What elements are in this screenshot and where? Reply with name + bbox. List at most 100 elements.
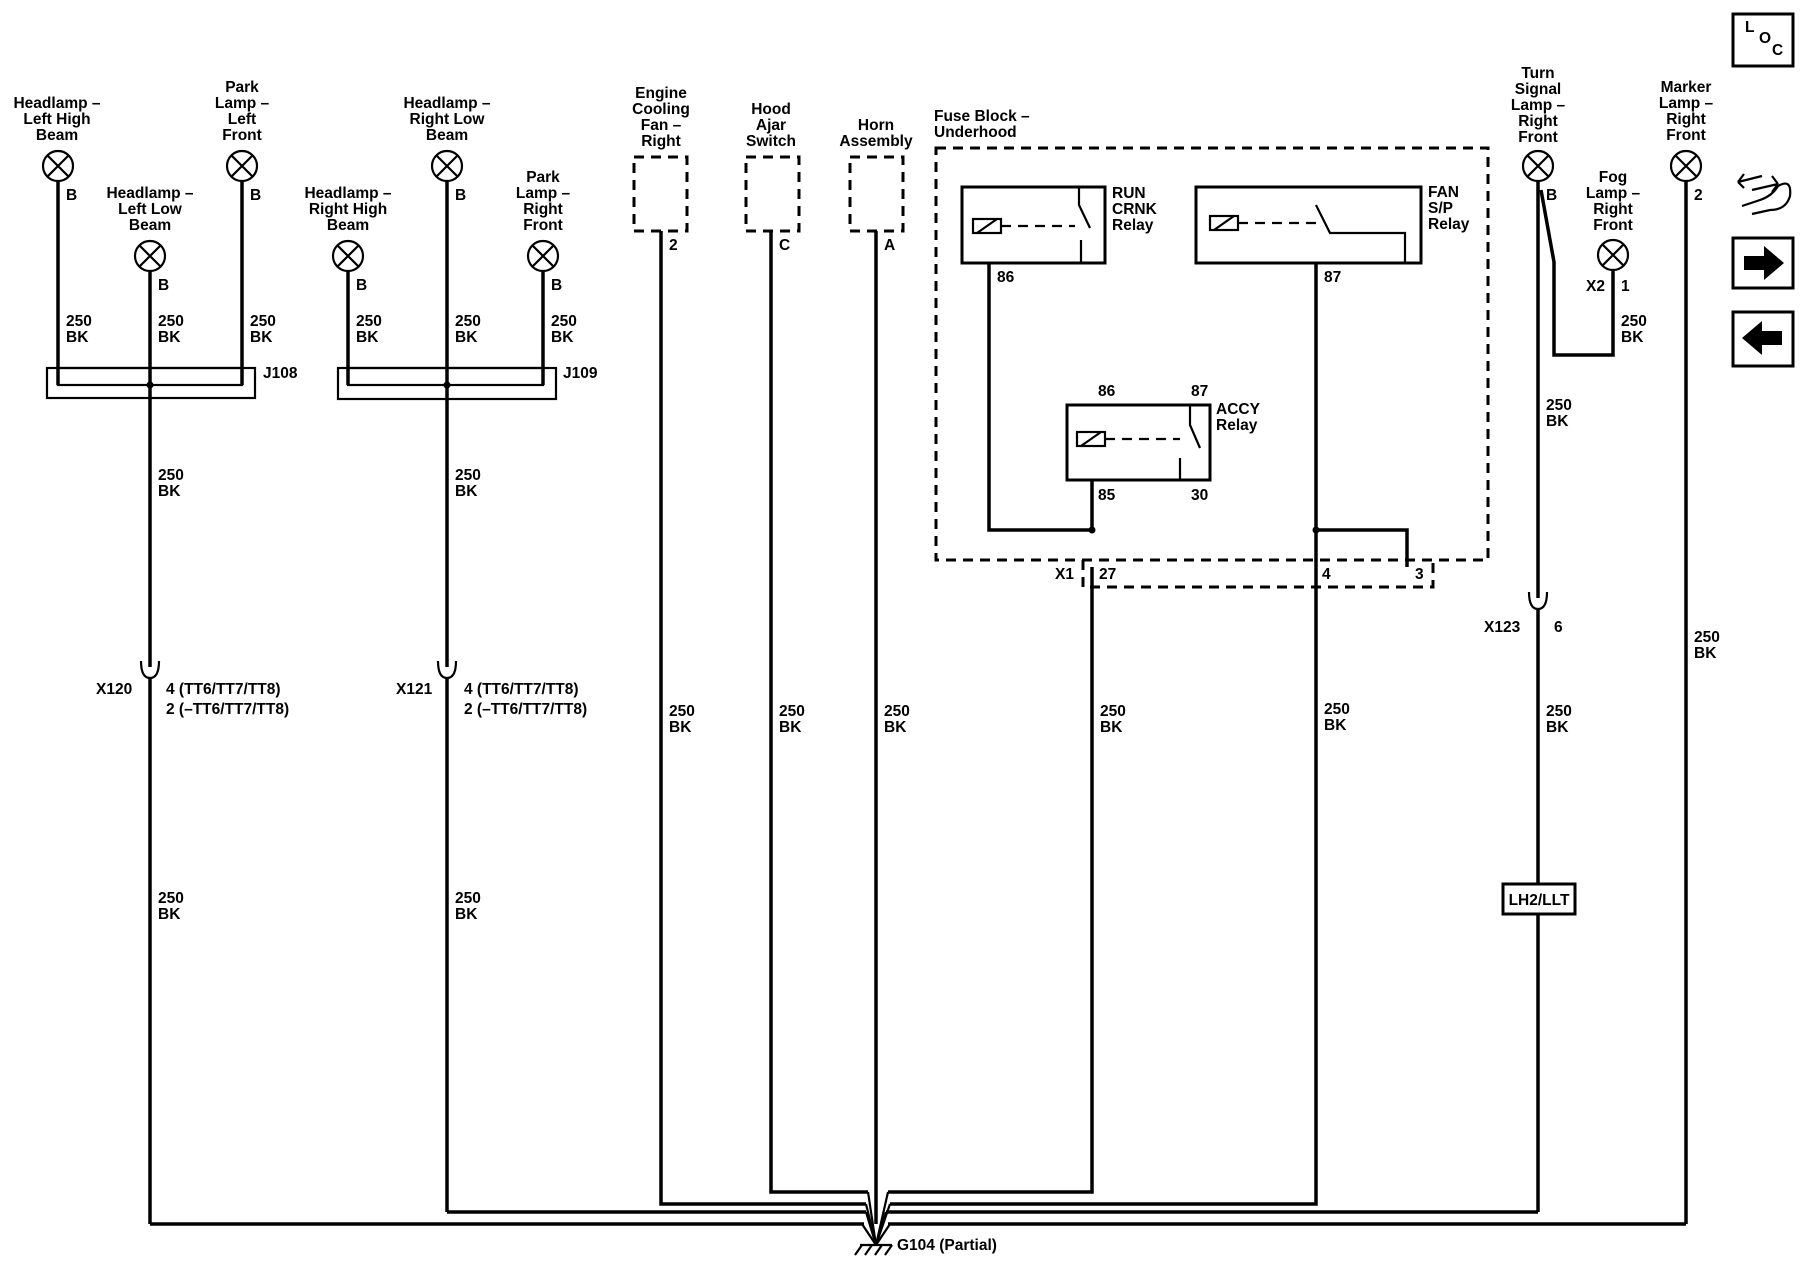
lamp-icon-headlamp-right-low: [430, 149, 464, 183]
ecf-l3: Fan –: [641, 117, 682, 134]
marker-l3: Right: [1666, 111, 1706, 128]
accy-relay-l1: ACCY: [1216, 401, 1261, 418]
wire-color: BK: [158, 906, 181, 923]
wires: [56, 181, 1688, 1226]
pin-x1-4: 4: [1322, 566, 1331, 583]
wire-gauge: 250: [158, 313, 184, 330]
connector-icon-x123: [1527, 591, 1549, 611]
pin-ecf: 2: [669, 237, 678, 254]
hl-left-low-l2: Left Low: [118, 201, 183, 218]
fog-l1: Fog: [1599, 169, 1627, 186]
lamp-icon-marker: [1669, 149, 1703, 183]
pin-x123: 6: [1554, 619, 1563, 636]
pin-park-left: B: [250, 187, 261, 204]
wire-color: BK: [1546, 719, 1569, 736]
wire-color: BK: [455, 483, 478, 500]
fan-relay-l1: FAN: [1428, 184, 1459, 201]
pin-run-86: 86: [997, 269, 1015, 286]
wire-gauge: 250: [1621, 313, 1647, 330]
hl-left-high-l2: Left High: [23, 111, 90, 128]
pin-hl-right-high: B: [356, 277, 367, 294]
pin-horn: A: [884, 237, 895, 254]
connector-symbols: [139, 591, 1549, 680]
wire-gauge: 250: [250, 313, 276, 330]
wire-gauge: 250: [1546, 703, 1572, 720]
option-lh2-llt: LH2/LLT: [1509, 892, 1570, 909]
ground-icon: [854, 1243, 893, 1256]
ecf-l1: Engine: [635, 85, 687, 102]
run-relay-l3: Relay: [1112, 217, 1154, 234]
connector-icon-x121: [436, 660, 458, 680]
fuse-block-l2: Underhood: [934, 124, 1017, 141]
connector-x1: X1: [1055, 566, 1074, 583]
ecf-l2: Cooling: [632, 101, 690, 118]
fuse-block-box: [934, 146, 1490, 562]
pin-accy-85: 85: [1098, 487, 1116, 504]
pin-hl-left-high: B: [66, 187, 77, 204]
turn-l5: Front: [1518, 129, 1558, 146]
hl-left-high-l1: Headlamp –: [13, 95, 100, 112]
x121-pin-a: 4 (TT6/TT7/TT8): [464, 681, 579, 698]
wire-color: BK: [158, 483, 181, 500]
park-left-l4: Front: [222, 127, 262, 144]
connector-x123: X123: [1484, 619, 1521, 636]
wire-gauge: 250: [455, 890, 481, 907]
splice-dots: [146, 381, 1320, 534]
hl-right-high-l3: Beam: [327, 217, 369, 234]
wire-color: BK: [779, 719, 802, 736]
marker-l4: Front: [1666, 127, 1706, 144]
component-info-icon[interactable]: [1737, 173, 1792, 216]
hood-ajar-switch-box: [744, 155, 801, 233]
lamp-icon-headlamp-right-high: [331, 239, 365, 273]
fog-l4: Front: [1593, 217, 1633, 234]
marker-l1: Marker: [1661, 79, 1712, 96]
wire-color: BK: [250, 329, 273, 346]
hl-right-low-l2: Right Low: [410, 111, 486, 128]
wire-gauge: 250: [884, 703, 910, 720]
hl-right-low-l1: Headlamp –: [403, 95, 490, 112]
wire-gauge: 250: [1324, 701, 1350, 718]
hl-right-high-l2: Right High: [309, 201, 387, 218]
wire-gauge: 250: [551, 313, 577, 330]
fog-l3: Right: [1593, 201, 1633, 218]
park-right-l3: Right: [523, 201, 563, 218]
wire-color: BK: [158, 329, 181, 346]
turn-l2: Signal: [1515, 81, 1562, 98]
fan-relay-l2: S/P: [1428, 200, 1453, 217]
ground-fan-lines: [861, 1191, 892, 1246]
pin-hl-left-low: B: [158, 277, 169, 294]
ground-g104: G104 (Partial): [897, 1237, 997, 1254]
x120-pin-a: 4 (TT6/TT7/TT8): [166, 681, 281, 698]
hl-right-low-l3: Beam: [426, 127, 468, 144]
connector-icon-x120: [139, 660, 161, 680]
x121-pin-b: 2 (–TT6/TT7/TT8): [464, 701, 587, 718]
wire-color: BK: [356, 329, 379, 346]
wire-gauge: 250: [158, 467, 184, 484]
horn-l2: Assembly: [839, 133, 913, 150]
wire-gauge: 250: [1100, 703, 1126, 720]
park-left-l1: Park: [225, 79, 259, 96]
fuse-block-l1: Fuse Block –: [934, 108, 1030, 125]
engine-cooling-fan-box: [632, 155, 689, 233]
pin-hl-right-low: B: [455, 187, 466, 204]
wire-color: BK: [551, 329, 574, 346]
turn-l3: Lamp –: [1511, 97, 1566, 114]
splice-j109: J109: [563, 365, 598, 382]
hl-left-low-l1: Headlamp –: [106, 185, 193, 202]
wire-gauge: 250: [66, 313, 92, 330]
wire-gauge: 250: [455, 313, 481, 330]
next-page-button[interactable]: [1731, 236, 1795, 290]
previous-page-button[interactable]: [1731, 310, 1795, 368]
wire-color: BK: [1694, 645, 1717, 662]
loc-button[interactable]: L O C: [1731, 12, 1795, 68]
option-box-lh2-llt: [1501, 882, 1577, 916]
lamp-icon-park-left: [225, 149, 259, 183]
lamp-icon-fog: [1596, 238, 1630, 272]
splice-j108: J108: [263, 365, 298, 382]
lamp-icon-headlamp-left-high: [41, 149, 75, 183]
fan-relay-l3: Relay: [1428, 216, 1470, 233]
wire-color: BK: [455, 906, 478, 923]
accy-relay: [1065, 403, 1212, 482]
connector-x2: X2: [1586, 278, 1605, 295]
